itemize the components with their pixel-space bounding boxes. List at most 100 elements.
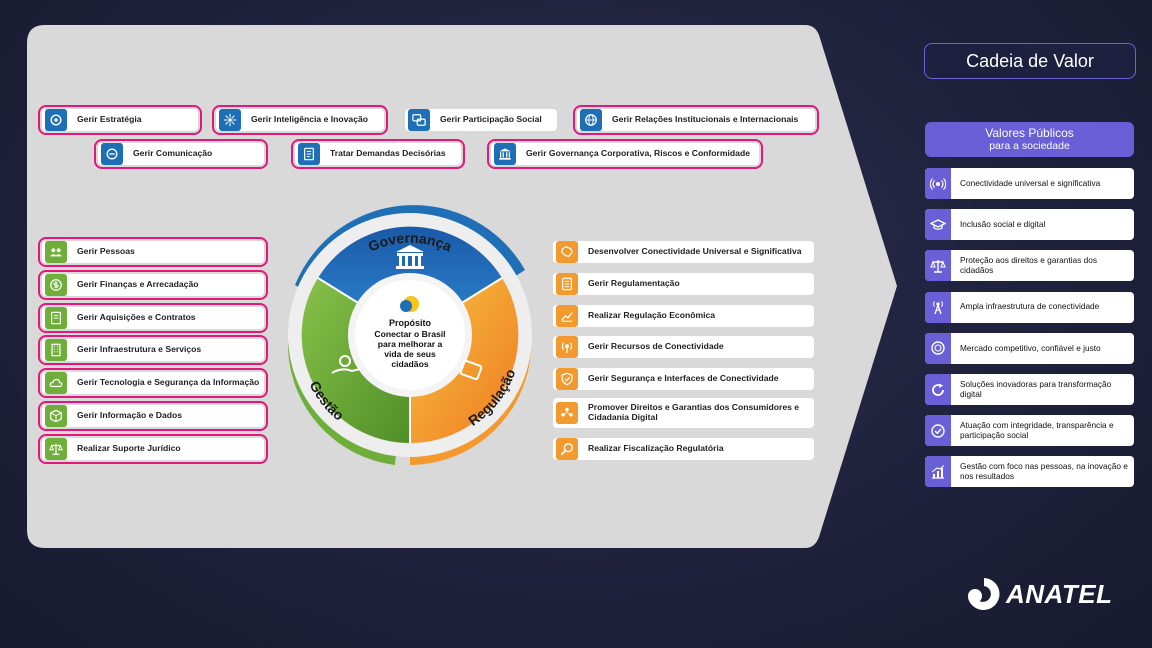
valor-label: Proteção aos direitos e garantias dos ci…	[960, 255, 1097, 275]
valor-protecao-aos-direitos-e-garantias-dos-cidadaos: Proteção aos direitos e garantias dos ci…	[925, 250, 1134, 282]
checklist-icon	[459, 359, 483, 381]
valor-solucoes-inovadoras-para-transformacao-digital: Soluções inovadoras para transformação d…	[925, 374, 1134, 405]
process-label: Gerir Segurança e Interfaces de Conectiv…	[588, 373, 779, 384]
process-gerir-infraestrutura-e-servicos[interactable]: Gerir Infraestrutura e Serviços	[38, 335, 268, 366]
document-icon	[298, 143, 320, 165]
process-realizar-suporte-juridico[interactable]: Realizar Suporte Jurídico	[38, 433, 268, 464]
process-label: Gerir Participação Social	[440, 114, 542, 125]
process-label: Realizar Regulação Econômica	[588, 310, 716, 321]
antenna-icon	[925, 291, 951, 323]
process-label: Gerir Regulamentação	[588, 278, 680, 289]
balance-icon	[925, 250, 951, 282]
valores-publicos-header: Valores Públicos para a sociedade	[925, 122, 1134, 157]
process-tratar-demandas-decisorias[interactable]: Tratar Demandas Decisórias	[291, 139, 465, 169]
valor-mercado-competitivo-confiavel-e-justo: Mercado competitivo, confiável e justo	[925, 332, 1134, 364]
process-gerir-financas-e-arrecadacao[interactable]: Gerir Finanças e Arrecadação	[38, 269, 268, 300]
valor-label: Ampla infraestrutura de conectividade	[960, 301, 1100, 312]
valor-label: Mercado competitivo, confiável e justo	[960, 342, 1101, 353]
cube-icon	[45, 405, 67, 427]
people-icon	[45, 241, 67, 263]
refresh-icon	[925, 374, 951, 405]
process-gerir-aquisicoes-e-contratos[interactable]: Gerir Aquisições e Contratos	[38, 302, 268, 333]
magnifier-icon	[556, 438, 578, 460]
process-label: Gerir Infraestrutura e Serviços	[77, 344, 202, 355]
graduation-icon	[925, 209, 951, 241]
process-label: Gerir Estratégia	[77, 114, 142, 125]
proposito-line-4: cidadãos	[391, 359, 428, 369]
process-gerir-recursos-de-conectividade[interactable]: Gerir Recursos de Conectividade	[553, 336, 814, 358]
process-gerir-estrategia[interactable]: Gerir Estratégia	[38, 105, 202, 135]
proposito-line-1: Conectar o Brasil	[374, 329, 445, 339]
wifi-icon	[925, 168, 951, 199]
check-icon	[925, 415, 951, 447]
process-realizar-regulacao-economica[interactable]: Realizar Regulação Econômica	[553, 305, 814, 327]
valores-publicos-title: Valores Públicos	[985, 126, 1074, 140]
contract-icon	[45, 306, 67, 329]
process-label: Gerir Governança Corporativa, Riscos e C…	[526, 148, 750, 159]
cadeia-de-valor-title: Cadeia de Valor	[924, 43, 1136, 79]
process-gerir-pessoas[interactable]: Gerir Pessoas	[38, 237, 268, 267]
process-label: Desenvolver Conectividade Universal e Si…	[588, 246, 802, 257]
building-icon	[45, 339, 67, 362]
process-realizar-fiscalizacao-regulatoria[interactable]: Realizar Fiscalização Regulatória	[553, 438, 814, 460]
process-gerir-governanca-corporativa-riscos-e-conformidade[interactable]: Gerir Governança Corporativa, Riscos e C…	[487, 139, 763, 169]
process-label: Gerir Pessoas	[77, 246, 135, 257]
scale-icon	[45, 437, 67, 460]
process-label: Gerir Inteligência e Inovação	[251, 114, 369, 125]
process-gerir-participacao-social[interactable]: Gerir Participação Social	[405, 109, 557, 131]
valor-label: Conectividade universal e significativa	[960, 177, 1101, 188]
process-gerir-relacoes-institucionais-e-internacionais[interactable]: Gerir Relações Institucionais e Internac…	[573, 105, 819, 135]
money-hand-icon	[331, 355, 361, 374]
coin-icon	[45, 273, 67, 296]
megaphone-icon	[101, 143, 123, 165]
proposito-title: Propósito	[389, 318, 432, 328]
process-desenvolver-conectividade-universal-e-significativa[interactable]: Desenvolver Conectividade Universal e Si…	[553, 241, 814, 263]
process-gerir-regulamentacao[interactable]: Gerir Regulamentação	[553, 273, 814, 295]
institution-icon	[494, 143, 516, 165]
anatel-mark-icon	[400, 296, 419, 312]
chart-icon	[556, 305, 578, 327]
valor-gestao-com-foco-nas-pessoas-na-inovacao-e-nos-resultados: Gestão com foco nas pessoas, na inovação…	[925, 456, 1134, 488]
process-label: Realizar Fiscalização Regulatória	[588, 443, 724, 454]
process-promover-direitos-e-garantias-dos-consumidores-e-cidadania-digital[interactable]: Promover Direitos e Garantias dos Consum…	[553, 398, 814, 428]
process-gerir-informacao-e-dados[interactable]: Gerir Informação e Dados	[38, 401, 268, 431]
valor-ampla-infraestrutura-de-conectividade: Ampla infraestrutura de conectividade	[925, 291, 1134, 323]
money-icon	[925, 332, 951, 364]
process-gerir-seguranca-e-interfaces-de-conectividade[interactable]: Gerir Segurança e Interfaces de Conectiv…	[553, 368, 814, 390]
anatel-logo: ANATEL	[964, 576, 1113, 612]
process-label: Gerir Relações Institucionais e Internac…	[612, 114, 799, 125]
valor-inclusao-social-e-digital: Inclusão social e digital	[925, 209, 1134, 241]
process-label: Gerir Tecnologia e Segurança da Informaç…	[77, 377, 260, 388]
process-label: Tratar Demandas Decisórias	[330, 148, 446, 159]
signal-icon	[556, 336, 578, 358]
anatel-wordmark: ANATEL	[1006, 578, 1113, 609]
process-label: Gerir Informação e Dados	[77, 410, 183, 421]
process-label: Gerir Aquisições e Contratos	[77, 311, 196, 322]
process-label: Gerir Recursos de Conectividade	[588, 341, 724, 352]
process-label: Promover Direitos e Garantias dos Consum…	[588, 402, 800, 422]
institution-icon	[396, 245, 424, 269]
map-icon	[556, 241, 578, 263]
process-gerir-comunicacao[interactable]: Gerir Comunicação	[94, 139, 268, 169]
growth-icon	[925, 456, 951, 488]
process-gerir-tecnologia-e-seguranca-da-informacao[interactable]: Gerir Tecnologia e Segurança da Informaç…	[38, 368, 268, 399]
chat-icon	[408, 109, 430, 131]
globe-icon	[580, 109, 602, 131]
process-gerir-inteligencia-e-inovacao[interactable]: Gerir Inteligência e Inovação	[212, 105, 388, 135]
process-label: Gerir Comunicação	[133, 148, 213, 159]
proposito-line-2: para melhorar a	[378, 339, 443, 349]
valores-publicos-subtitle: para a sociedade	[989, 140, 1070, 152]
anatel-logo-icon	[968, 578, 1000, 610]
governance-wheel: Governança Gestão Regulação Propósito Co…	[287, 205, 532, 465]
process-label: Gerir Finanças e Arrecadação	[77, 278, 199, 289]
shield-icon	[556, 368, 578, 390]
valor-label: Soluções inovadoras para transformação d…	[960, 378, 1112, 399]
process-label: Realizar Suporte Jurídico	[77, 442, 181, 453]
proposito-line-3: vida de seus	[384, 349, 436, 359]
network-icon	[219, 109, 241, 131]
target-icon	[45, 109, 67, 131]
valor-label: Inclusão social e digital	[960, 218, 1046, 229]
valor-conectividade-universal-e-significativa: Conectividade universal e significativa	[925, 168, 1134, 199]
valor-label: Gestão com foco nas pessoas, na inovação…	[960, 461, 1128, 481]
